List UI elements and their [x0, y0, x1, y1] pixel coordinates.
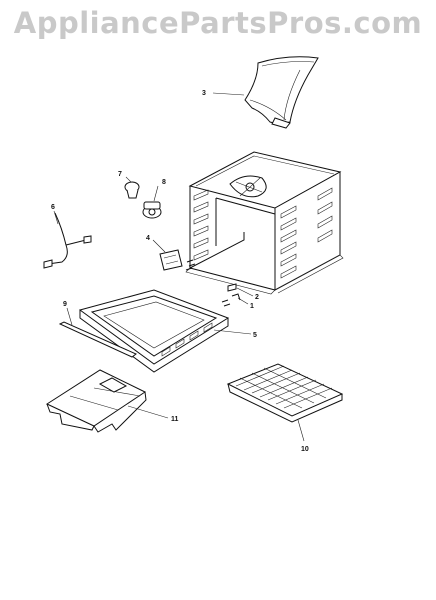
callout-4: 4: [146, 235, 150, 242]
part-10-oven-rack[interactable]: [226, 363, 344, 423]
leader-4: [152, 239, 166, 253]
callout-1: 1: [250, 303, 254, 310]
part-8-sensor[interactable]: [142, 201, 162, 219]
part-5-oven-bottom[interactable]: [78, 289, 230, 373]
callout-9: 9: [63, 301, 67, 308]
leader-9: [66, 307, 73, 326]
callout-3: 3: [202, 90, 206, 97]
callout-10: 10: [301, 446, 309, 453]
part-4-bracket[interactable]: [159, 249, 183, 271]
leader-5: [213, 329, 252, 335]
oven-cavity[interactable]: [185, 151, 344, 295]
part-3-baffle[interactable]: [244, 56, 319, 129]
leader-11: [127, 405, 169, 419]
leader-3: [212, 92, 245, 96]
part-11-drawer-panel[interactable]: [45, 369, 147, 433]
leader-6: [53, 210, 59, 225]
part-9-trim[interactable]: [58, 321, 137, 358]
part-6-wire[interactable]: [43, 212, 92, 269]
small-screws: [185, 259, 196, 271]
leader-10: [297, 419, 305, 442]
leader-7: [125, 176, 132, 183]
callout-2: 2: [255, 294, 259, 301]
site-watermark: AppliancePartsPros.com: [13, 6, 423, 40]
part-1-2-fasteners[interactable]: [221, 283, 241, 307]
leader-1: [237, 297, 249, 305]
callout-6: 6: [51, 204, 55, 211]
leader-8: [153, 185, 159, 202]
callout-8: 8: [162, 179, 166, 186]
callout-5: 5: [253, 332, 257, 339]
callout-11: 11: [171, 416, 179, 423]
leader-2: [236, 287, 254, 297]
part-7-knob[interactable]: [124, 181, 140, 199]
callout-7: 7: [118, 171, 122, 178]
